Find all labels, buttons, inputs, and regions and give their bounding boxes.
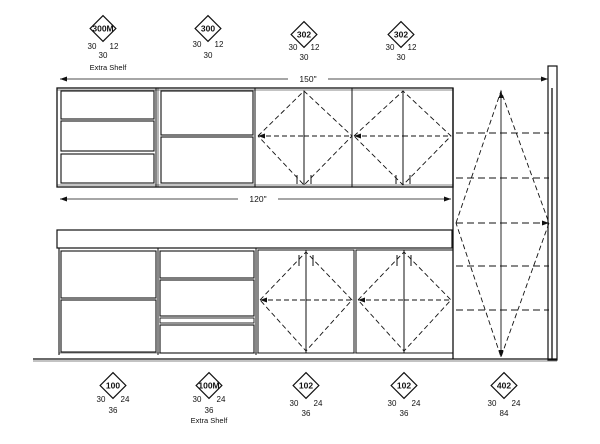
spec-tag-lower-5: 402 30 24 84 [488, 371, 521, 418]
tag-height: 30 [193, 40, 202, 49]
tag-width: 84 [500, 409, 509, 418]
tag-note: Extra Shelf [90, 63, 128, 72]
tag-width: 36 [205, 406, 214, 415]
tag-depth: 24 [217, 395, 226, 404]
tall-cabinet-402 [452, 65, 558, 361]
floor-line [33, 358, 557, 362]
spec-tag-lower-4: 102 30 24 36 [388, 371, 421, 418]
lower-cabinet-102-b [355, 249, 454, 354]
tag-height: 30 [290, 399, 299, 408]
tag-width: 36 [302, 409, 311, 418]
tag-width: 30 [99, 51, 108, 60]
dimension-line-upper: 150" [60, 72, 548, 85]
dimension-lower-label: 120" [249, 194, 266, 204]
tag-depth: 24 [512, 399, 521, 408]
tag-height: 30 [289, 43, 298, 52]
spec-tag-upper-1: 300M 30 12 30 Extra Shelf [88, 14, 128, 72]
tag-code: 302 [297, 30, 311, 40]
lower-cabinet-100m [159, 248, 257, 355]
tag-note: Extra Shelf [191, 416, 229, 425]
tag-depth: 24 [412, 399, 421, 408]
lower-cabinet-100 [60, 248, 159, 355]
tag-width: 30 [204, 51, 213, 60]
tag-depth: 12 [311, 43, 320, 52]
upper-cabinet-302-b [353, 88, 454, 187]
spec-tag-lower-3: 102 30 24 36 [290, 371, 323, 418]
tag-width: 36 [109, 406, 118, 415]
tag-code: 302 [394, 30, 408, 40]
tag-height: 30 [193, 395, 202, 404]
spec-tag-lower-1: 100 30 24 36 [97, 371, 130, 415]
tag-depth: 12 [408, 43, 417, 52]
lower-cabinet-102-a [257, 249, 355, 354]
tag-code: 402 [497, 381, 511, 391]
dimension-upper-label: 150" [299, 74, 316, 84]
spec-tag-lower-2: 100M 30 24 36 Extra Shelf [191, 371, 229, 425]
tag-depth: 12 [215, 40, 224, 49]
upper-cabinet-302-a [257, 88, 353, 187]
tag-depth: 12 [110, 42, 119, 51]
spec-tag-upper-3: 302 30 12 30 [289, 20, 320, 62]
spec-tag-upper-4: 302 30 12 30 [386, 20, 417, 62]
tag-width: 36 [400, 409, 409, 418]
tag-code: 102 [299, 381, 313, 391]
tag-code: 100 [106, 381, 120, 391]
tag-depth: 24 [314, 399, 323, 408]
tag-code: 300 [201, 24, 215, 34]
tag-width: 30 [300, 53, 309, 62]
tag-depth: 24 [121, 395, 130, 404]
tag-height: 30 [88, 42, 97, 51]
tag-code: 100M [198, 381, 219, 391]
upper-cabinet-300m [60, 88, 159, 187]
upper-cabinet-300 [160, 90, 254, 184]
dimension-line-lower: 120" [60, 192, 451, 205]
tag-width: 30 [397, 53, 406, 62]
spec-tag-upper-2: 300 30 12 30 [193, 14, 224, 60]
countertop [56, 229, 453, 249]
tag-code: 300M [92, 24, 113, 34]
tag-height: 30 [388, 399, 397, 408]
tag-height: 30 [97, 395, 106, 404]
tag-code: 102 [397, 381, 411, 391]
upper-cabinet-run [56, 87, 454, 188]
tag-height: 30 [386, 43, 395, 52]
tag-height: 30 [488, 399, 497, 408]
